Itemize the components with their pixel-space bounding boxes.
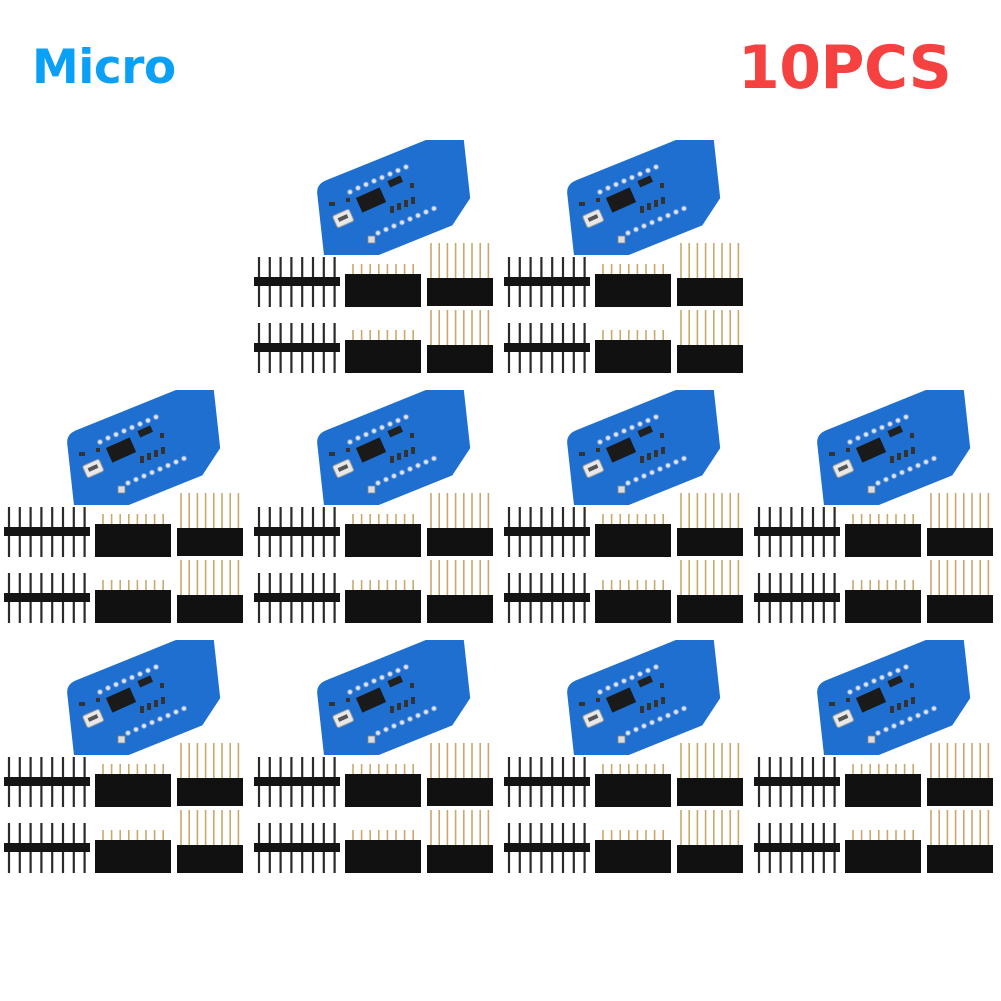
product-kit	[250, 640, 500, 885]
female-header-stacking	[177, 493, 243, 556]
female-header-short	[345, 514, 421, 557]
female-header-short	[595, 264, 671, 307]
female-header-short	[345, 580, 421, 623]
female-header-stacking	[427, 493, 493, 556]
female-header-short	[95, 764, 171, 807]
male-pin-header	[254, 507, 340, 557]
male-pin-header	[4, 573, 90, 623]
female-header-short	[595, 514, 671, 557]
product-kit	[500, 640, 750, 885]
female-header-stacking	[427, 243, 493, 306]
female-header-short	[595, 830, 671, 873]
product-kit	[0, 390, 250, 635]
male-pin-header	[4, 823, 90, 873]
quantity-label: 10PCS	[738, 33, 952, 103]
female-header-short	[345, 830, 421, 873]
female-header-short	[595, 580, 671, 623]
male-pin-header	[254, 573, 340, 623]
male-pin-header	[254, 823, 340, 873]
female-header-stacking	[427, 310, 493, 373]
pcb-board	[67, 640, 221, 755]
male-pin-header	[754, 757, 840, 807]
female-header-short	[845, 514, 921, 557]
product-kit	[750, 390, 1000, 635]
connector-type-label: Micro	[32, 40, 176, 95]
male-pin-header	[4, 757, 90, 807]
product-kit	[500, 390, 750, 635]
female-header-stacking	[177, 743, 243, 806]
pcb-board	[567, 640, 721, 755]
product-kit	[250, 390, 500, 635]
male-pin-header	[754, 573, 840, 623]
male-pin-header	[254, 757, 340, 807]
pcb-board	[67, 390, 221, 505]
pcb-board	[567, 140, 721, 255]
female-header-short	[345, 764, 421, 807]
female-header-stacking	[927, 493, 993, 556]
female-header-stacking	[927, 560, 993, 623]
male-pin-header	[254, 257, 340, 307]
female-header-short	[595, 330, 671, 373]
female-header-short	[95, 830, 171, 873]
female-header-stacking	[427, 810, 493, 873]
female-header-stacking	[927, 810, 993, 873]
male-pin-header	[754, 507, 840, 557]
male-pin-header	[504, 257, 590, 307]
female-header-stacking	[677, 560, 743, 623]
female-header-stacking	[177, 810, 243, 873]
female-header-stacking	[927, 743, 993, 806]
female-header-stacking	[677, 243, 743, 306]
female-header-stacking	[677, 810, 743, 873]
female-header-stacking	[677, 493, 743, 556]
female-header-short	[595, 764, 671, 807]
female-header-short	[95, 514, 171, 557]
pcb-board	[817, 390, 971, 505]
product-kit	[750, 640, 1000, 885]
female-header-short	[845, 764, 921, 807]
male-pin-header	[754, 823, 840, 873]
pcb-board	[317, 140, 471, 255]
male-pin-header	[504, 573, 590, 623]
product-kit	[0, 640, 250, 885]
pcb-board	[317, 390, 471, 505]
male-pin-header	[504, 323, 590, 373]
male-pin-header	[504, 757, 590, 807]
female-header-short	[345, 330, 421, 373]
female-header-stacking	[427, 560, 493, 623]
female-header-stacking	[177, 560, 243, 623]
male-pin-header	[504, 507, 590, 557]
product-kit	[250, 140, 500, 385]
female-header-stacking	[677, 743, 743, 806]
female-header-short	[95, 580, 171, 623]
female-header-short	[345, 264, 421, 307]
pcb-board	[567, 390, 721, 505]
product-kit	[500, 140, 750, 385]
female-header-short	[845, 830, 921, 873]
male-pin-header	[4, 507, 90, 557]
male-pin-header	[504, 823, 590, 873]
female-header-stacking	[677, 310, 743, 373]
pcb-board	[817, 640, 971, 755]
male-pin-header	[254, 323, 340, 373]
female-header-stacking	[427, 743, 493, 806]
pcb-board	[317, 640, 471, 755]
female-header-short	[845, 580, 921, 623]
